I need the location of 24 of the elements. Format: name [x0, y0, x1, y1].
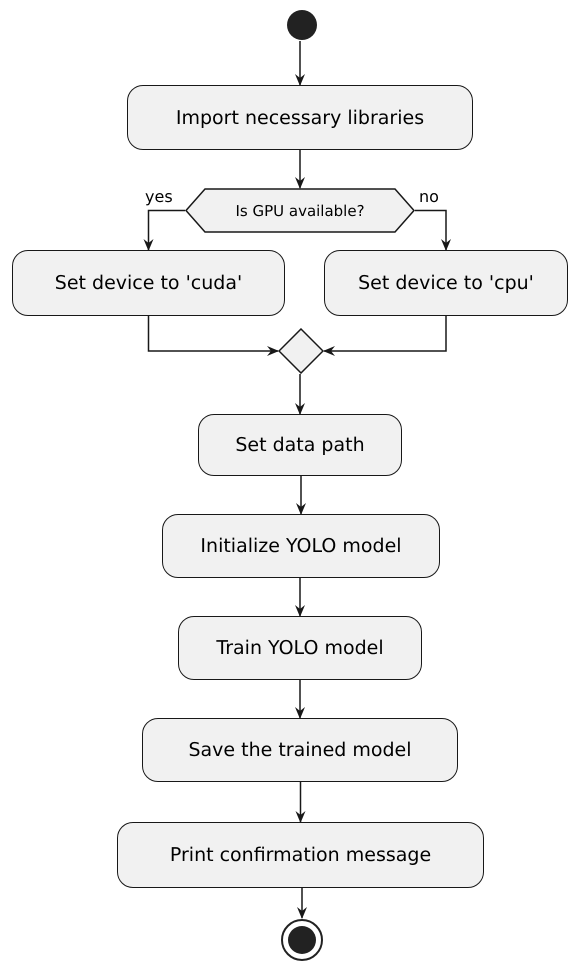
action-box: Set device to 'cuda' [12, 250, 285, 316]
action-box: Set data path [198, 414, 402, 476]
arrow [144, 210, 185, 251]
arrow [295, 578, 305, 617]
arrow [296, 476, 306, 515]
arrow [297, 888, 307, 919]
action-box: Set device to 'cpu' [324, 250, 568, 316]
merge-diamond [278, 328, 324, 374]
action-box: Save the trained model [142, 718, 458, 782]
arrow [295, 150, 305, 189]
arrow [415, 210, 451, 251]
arrow [295, 374, 305, 415]
decision-diamond: Is GPU available? [185, 188, 415, 233]
arrow [323, 316, 447, 356]
arrow [295, 41, 305, 86]
action-box: Print confirmation message [117, 822, 484, 888]
action-box: Initialize YOLO model [162, 514, 440, 578]
end-node [280, 918, 324, 962]
arrow [295, 680, 305, 719]
start-node [286, 9, 318, 41]
action-box: Import necessary libraries [127, 85, 473, 150]
arrow [296, 782, 306, 823]
arrow [148, 316, 279, 356]
action-box: Train YOLO model [178, 616, 422, 680]
